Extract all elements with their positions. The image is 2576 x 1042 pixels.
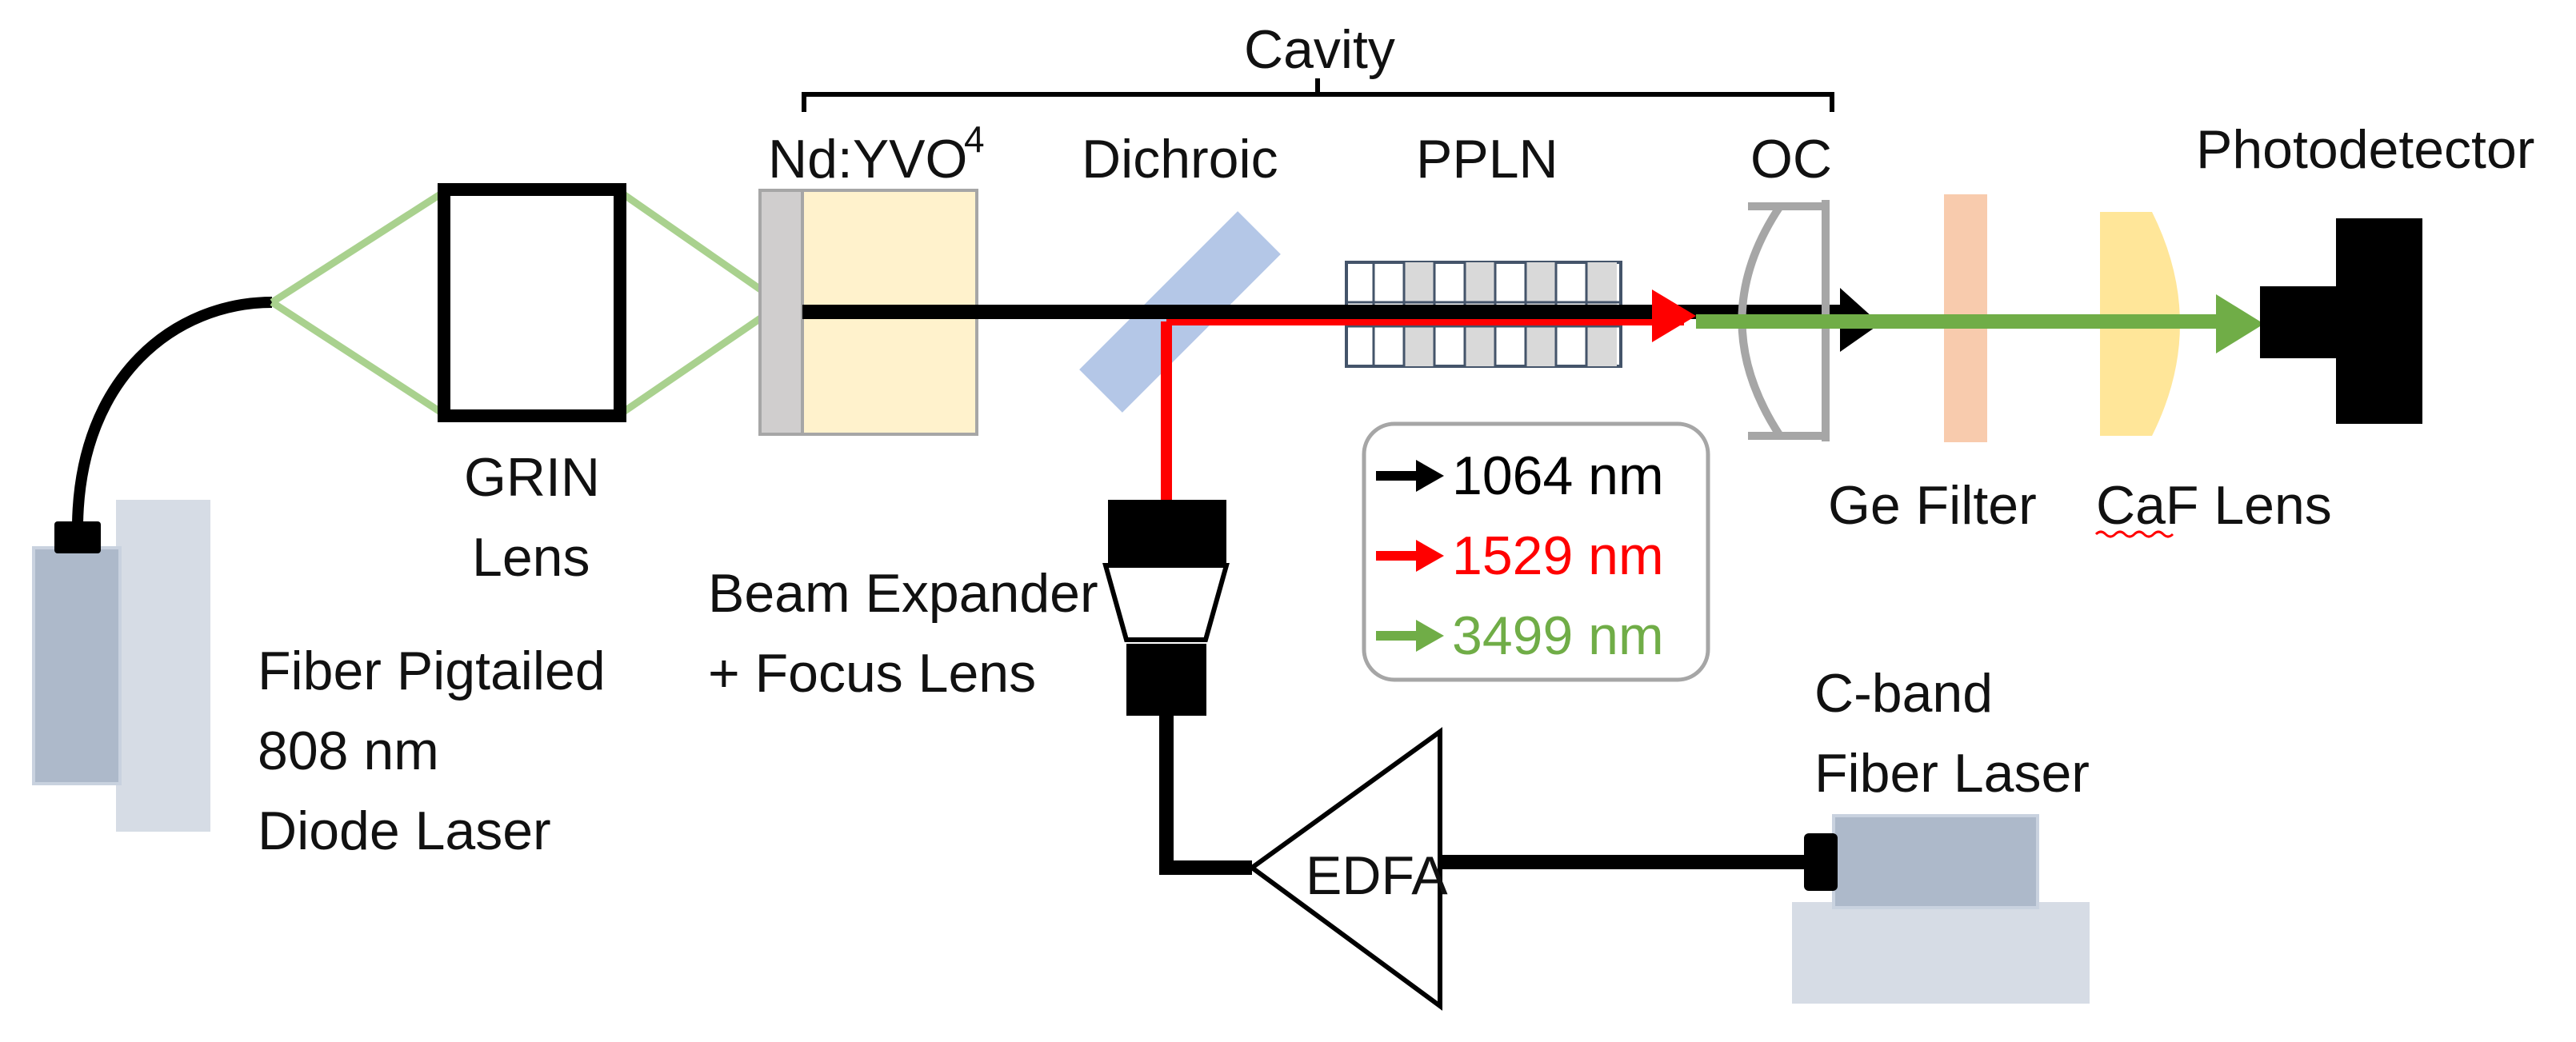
wavelength-legend: 1064 nm 1529 nm 3499 nm [1362,421,1710,682]
fiber-pigtail [72,297,273,525]
diode-laser-label-line2: 808 nm [258,721,439,781]
beam-expander [1102,500,1230,716]
idler-arrowhead [2216,294,2264,353]
beam-expander-label-line2: + Focus Lens [708,643,1036,704]
diode-laser-label-line1: Fiber Pigtailed [258,641,606,701]
photodetector-label: Photodetector [2196,119,2534,180]
fiber-connector [54,521,101,553]
grin-label-line2: Lens [472,527,590,588]
ndyvo4-superscript: 4 [964,118,985,160]
legend-box [1362,421,1710,682]
grin-label-line1: GRIN [464,447,600,508]
cband-laser-body [1832,814,2039,909]
cband-laser-label-line2: Fiber Laser [1814,743,2090,804]
signal-arrowhead [1652,289,1696,342]
spellcheck-underline [2094,530,2174,538]
ge-filter-label: Ge Filter [1828,475,2037,536]
legend-label-3499: 3499 nm [1452,605,1664,666]
ppln-label: PPLN [1416,129,1558,190]
beam-expander-label-line1: Beam Expander [708,563,1098,624]
pump-beam [270,189,766,417]
diode-laser-label-line3: Diode Laser [258,800,551,861]
cband-fiber-connector [1804,833,1838,891]
cband-laser-label-line1: C-band [1814,663,1993,724]
cband-laser-base [1792,902,2090,1004]
photodetector-body [2336,218,2422,424]
legend-label-1529: 1529 nm [1452,525,1664,586]
legend-arrow-1064 [1416,460,1444,492]
grin-lens [438,183,626,422]
dichroic-label: Dichroic [1082,129,1278,190]
photodetector-aperture [2260,286,2340,358]
diode-laser-back-block [116,500,210,832]
cavity-label: Cavity [1244,19,1395,80]
caf-lens-label: CaF Lens [2096,475,2332,536]
cavity-bracket [802,78,1834,112]
legend-arrow-3499 [1416,620,1444,652]
legend-arrow-1529 [1416,540,1444,572]
edfa-label: EDFA [1306,845,1448,906]
ndyvo4-label: Nd:YVO [768,129,967,190]
ndyvo4-coating [758,189,804,436]
diode-laser-front-block [32,546,122,785]
legend-label-1064: 1064 nm [1452,445,1664,506]
fiber-to-edfa [1159,716,1252,875]
oc-label: OC [1750,129,1832,190]
